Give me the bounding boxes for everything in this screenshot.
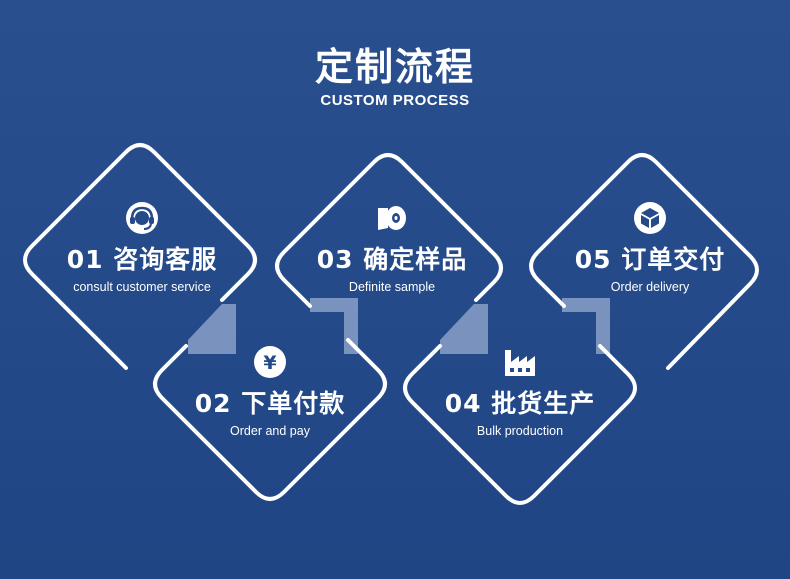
fabric-roll-icon: [378, 206, 406, 230]
headset-icon: [126, 202, 158, 234]
step-5: 05 订单交付 Order delivery: [530, 200, 770, 294]
step-4-sub: Bulk production: [476, 424, 564, 438]
page-title: 定制流程: [314, 45, 475, 89]
step-1: 01 咨询客服 consult customer service: [22, 200, 262, 294]
step-2-label: 02 下单付款: [194, 389, 346, 418]
step-1-label: 01 咨询客服: [66, 245, 218, 274]
page-subtitle: CUSTOM PROCESS: [320, 92, 470, 109]
step-5-label: 05 订单交付: [574, 245, 726, 274]
svg-text:¥: ¥: [263, 352, 276, 374]
step-3-sub: Definite sample: [348, 280, 436, 294]
step-2: ¥ 02 下单付款 Order and pay: [150, 344, 390, 438]
step-3-label: 03 确定样品: [316, 245, 468, 274]
step-4-label: 04 批货生产: [444, 389, 596, 418]
step-4: 04 批货生产 Bulk production: [400, 344, 640, 438]
frame-step-4: [403, 344, 637, 505]
yuan-coin-icon: ¥: [254, 346, 286, 378]
frame-step-1: [23, 143, 257, 370]
box-icon: [634, 202, 666, 234]
step-1-sub: consult customer service: [73, 280, 211, 294]
step-5-sub: Order delivery: [610, 280, 690, 294]
step-3: 03 确定样品 Definite sample: [272, 200, 512, 294]
frame-step-3: [275, 153, 503, 308]
frame-step-5: [529, 153, 759, 370]
step-2-sub: Order and pay: [230, 424, 310, 438]
connector-4-5: [562, 298, 610, 354]
factory-icon: [505, 350, 535, 376]
connector-3-4: [440, 304, 488, 354]
connector-1-2: [188, 304, 236, 354]
frame-step-2: [153, 338, 387, 501]
